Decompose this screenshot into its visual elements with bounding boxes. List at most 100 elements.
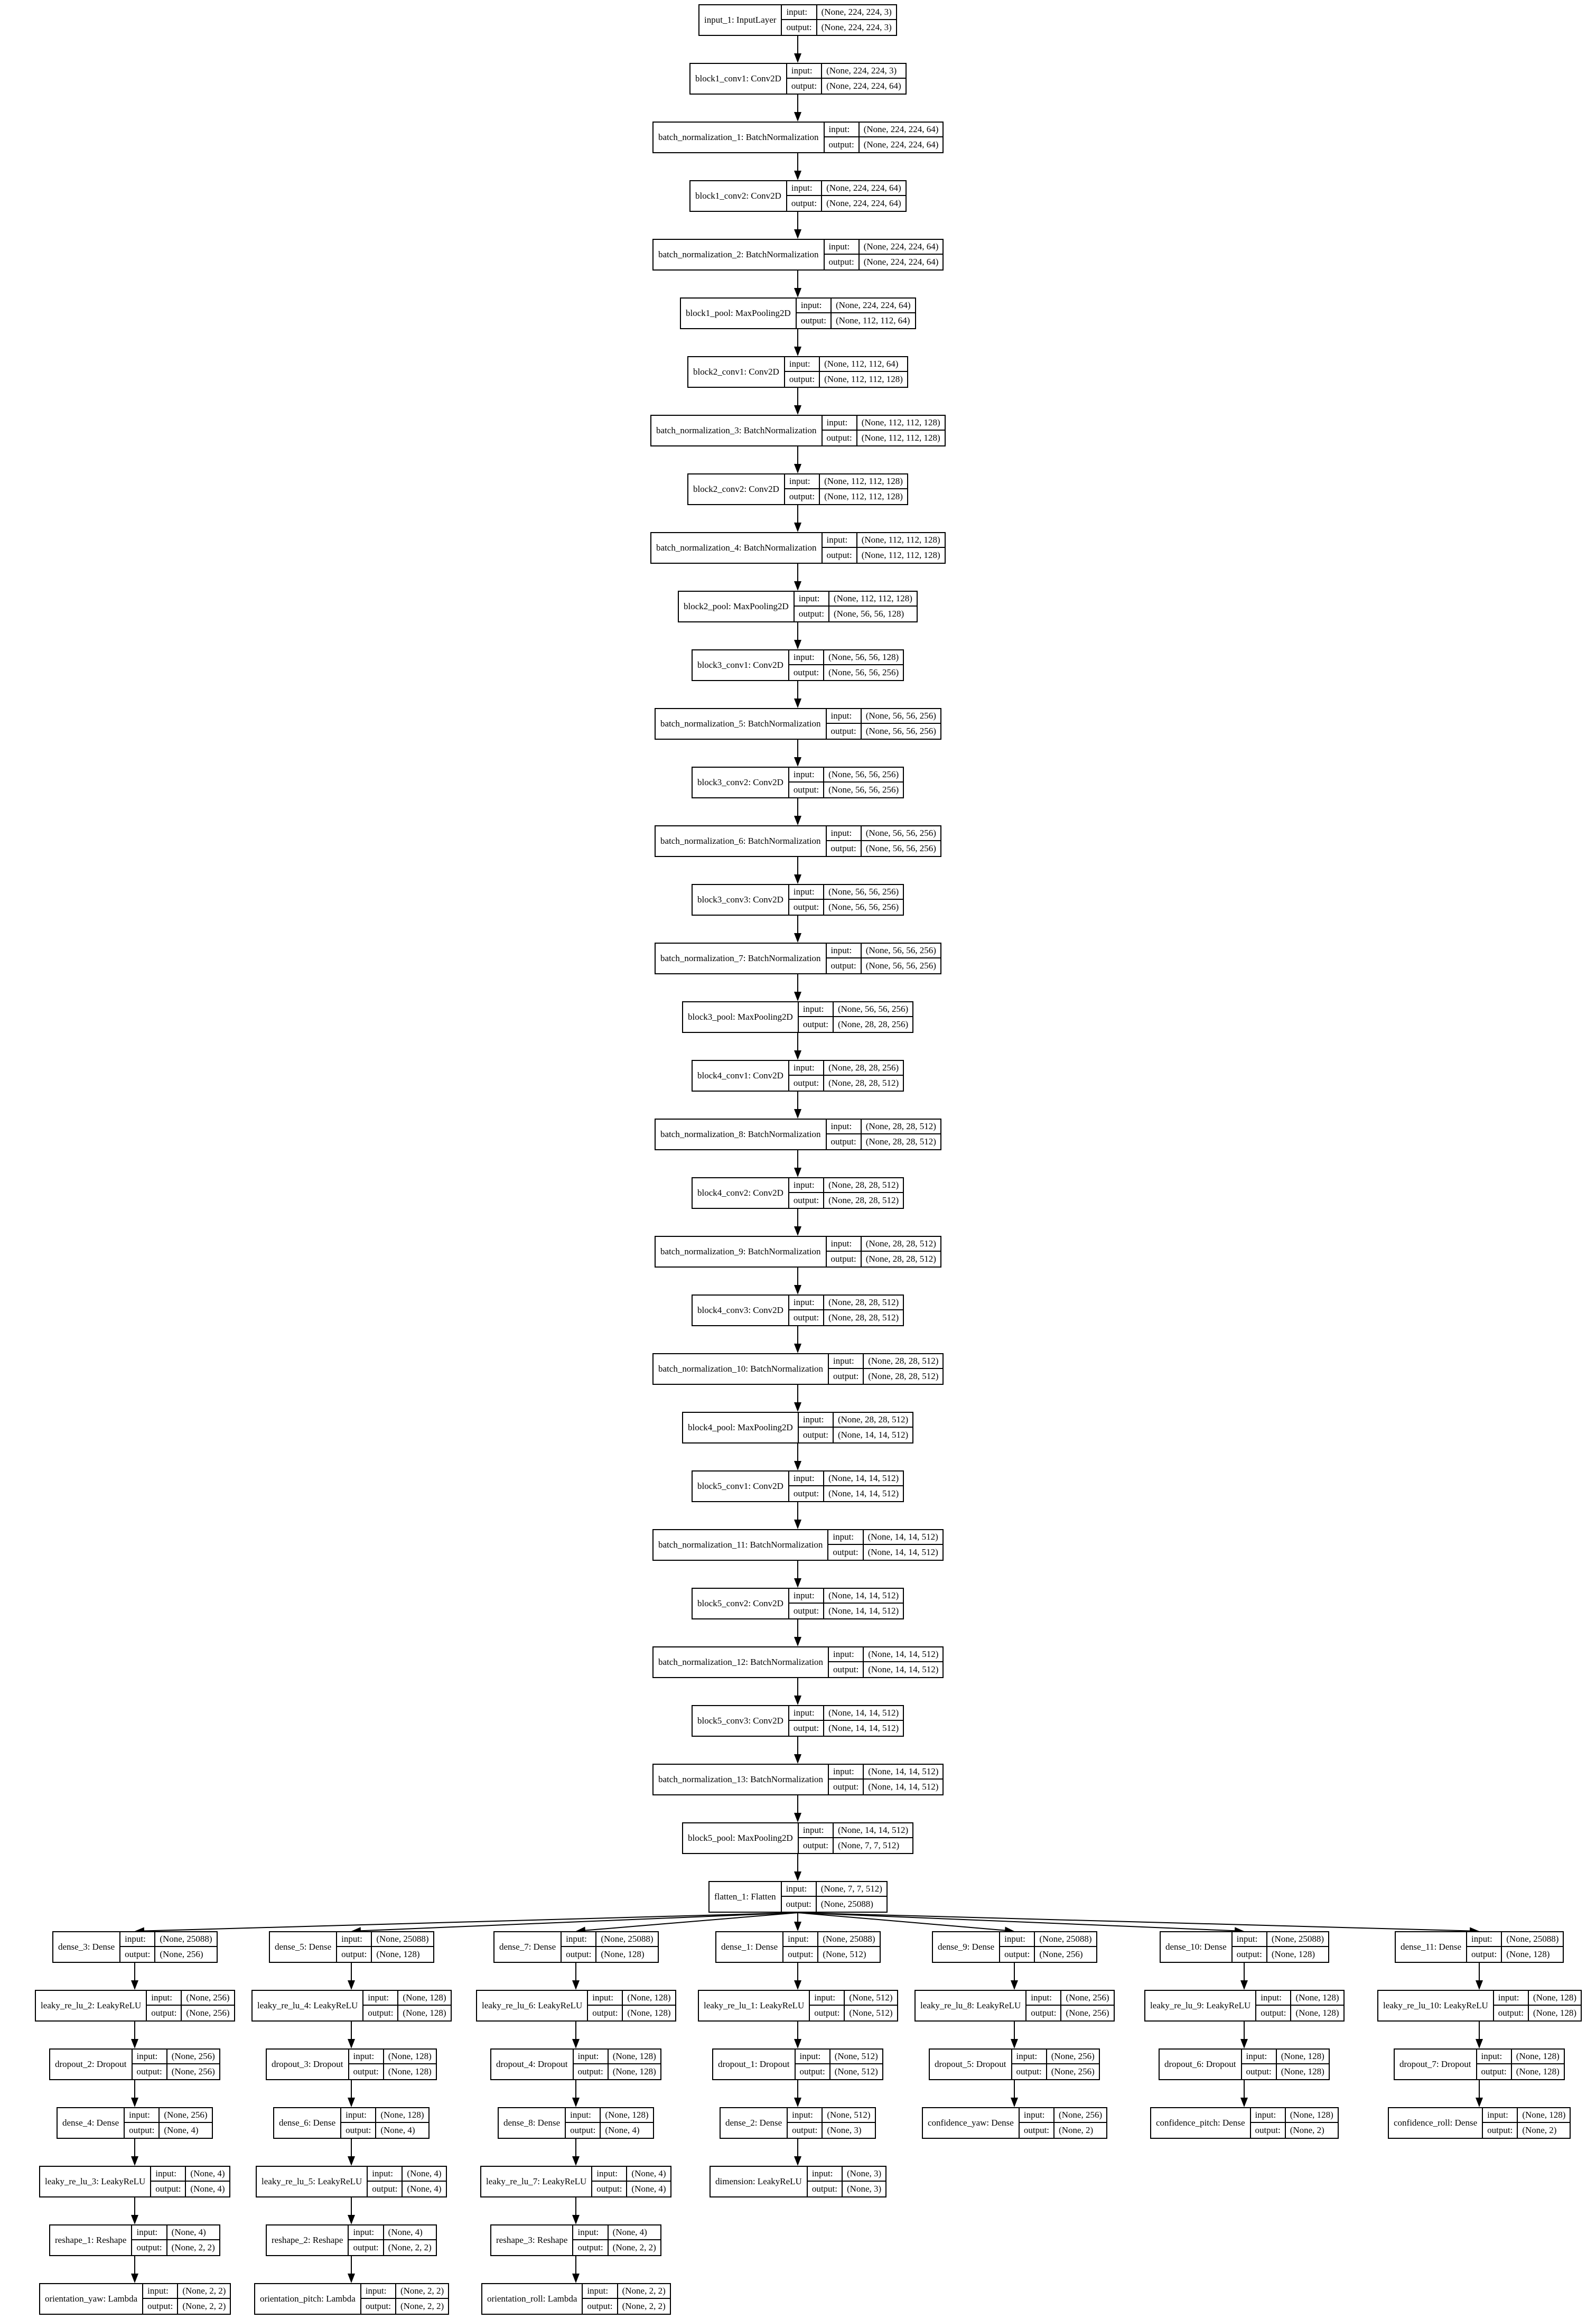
layer-name: block5_pool: MaxPooling2D bbox=[683, 1823, 799, 1853]
input-shape: (None, 28, 28, 512) bbox=[824, 1296, 903, 1310]
layer-node-batch-normalization-7: batch_normalization_7: BatchNormalizatio… bbox=[655, 943, 941, 974]
main-edge bbox=[794, 1209, 801, 1236]
input-label: input: bbox=[789, 650, 825, 665]
branch-edge bbox=[1011, 2022, 1018, 2048]
input-shape: (None, 112, 112, 128) bbox=[857, 533, 945, 548]
main-edge bbox=[794, 36, 801, 63]
io-table: input:(None, 256)output:(None, 256) bbox=[1026, 1991, 1114, 2020]
io-table: input:(None, 25088)output:(None, 128) bbox=[1232, 1932, 1328, 1962]
input-shape: (None, 128) bbox=[1285, 2108, 1338, 2123]
arrow-head bbox=[794, 2156, 801, 2166]
input-shape: (None, 3) bbox=[843, 2167, 886, 2182]
layer-name: batch_normalization_10: BatchNormalizati… bbox=[654, 1354, 829, 1384]
output-shape: (None, 2, 2) bbox=[182, 2301, 226, 2311]
branch-edge bbox=[794, 2022, 801, 2048]
input-label: input: bbox=[1242, 2050, 1277, 2064]
layer-name: block3_conv2: Conv2D bbox=[693, 768, 789, 797]
output-label: output: bbox=[825, 137, 860, 152]
output-label: output: bbox=[1477, 2064, 1512, 2079]
input-label: input: bbox=[788, 2108, 823, 2123]
output-shape: (None, 2, 2) bbox=[171, 2242, 215, 2252]
output-shape: (None, 128) bbox=[612, 2066, 656, 2076]
input-label: input: bbox=[132, 2225, 167, 2240]
output-label: output: bbox=[785, 489, 820, 504]
io-table: input:(None, 4)output:(None, 2, 2) bbox=[349, 2225, 436, 2255]
io-table: input:(None, 112, 112, 128)output:(None,… bbox=[785, 474, 907, 504]
output-shape: (None, 256) bbox=[160, 1949, 203, 1959]
layer-name: block3_conv1: Conv2D bbox=[693, 650, 789, 680]
output-label: output: bbox=[827, 841, 862, 856]
io-table: input:(None, 128)output:(None, 128) bbox=[1256, 1991, 1343, 2020]
layer-name: dropout_1: Dropout bbox=[713, 2050, 796, 2079]
output-shape: (None, 256) bbox=[1039, 1949, 1083, 1959]
output-label: output: bbox=[827, 724, 862, 739]
output-label: output: bbox=[788, 2123, 823, 2138]
input-label: input: bbox=[829, 1647, 864, 1662]
output-label: output: bbox=[783, 1947, 819, 1962]
io-table: input:(None, 2, 2)output:(None, 2, 2) bbox=[361, 2284, 449, 2314]
io-table: input:(None, 28, 28, 256)output:(None, 2… bbox=[789, 1061, 903, 1091]
layer-name: dense_6: Dense bbox=[274, 2108, 342, 2138]
arrow-head bbox=[794, 1813, 801, 1822]
input-label: input: bbox=[810, 1991, 845, 2006]
arrow-head bbox=[794, 405, 801, 415]
input-label: input: bbox=[828, 1530, 864, 1545]
output-shape: (None, 56, 56, 256) bbox=[828, 902, 899, 912]
main-edge bbox=[794, 1795, 801, 1822]
input-label: input: bbox=[361, 2284, 396, 2299]
output-label: output: bbox=[799, 1017, 834, 1032]
io-table: input:(None, 28, 28, 512)output:(None, 2… bbox=[829, 1354, 943, 1384]
layer-name: leaky_re_lu_3: LeakyReLU bbox=[40, 2167, 152, 2196]
output-label: output: bbox=[823, 431, 857, 445]
io-table: input:(None, 14, 14, 512)output:(None, 1… bbox=[828, 1530, 942, 1560]
output-shape: (None, 56, 56, 256) bbox=[865, 726, 936, 736]
input-shape: (None, 4) bbox=[186, 2167, 229, 2182]
output-shape: (None, 14, 14, 512) bbox=[837, 1430, 909, 1440]
input-shape: (None, 25088) bbox=[1267, 1932, 1328, 1947]
main-edge bbox=[794, 1854, 801, 1881]
layer-name: reshape_3: Reshape bbox=[491, 2225, 574, 2255]
output-shape: (None, 256) bbox=[1066, 2008, 1109, 2018]
edge-line bbox=[585, 1912, 798, 1931]
arrow-head bbox=[794, 288, 801, 297]
input-label: input: bbox=[349, 2225, 384, 2240]
output-shape: (None, 256) bbox=[1051, 2066, 1095, 2076]
io-table: input:(None, 4)output:(None, 4) bbox=[592, 2167, 670, 2196]
input-label: input: bbox=[826, 709, 862, 724]
output-shape: (None, 112, 112, 64) bbox=[835, 315, 910, 325]
input-label: input: bbox=[566, 2108, 601, 2123]
input-label: input: bbox=[363, 1991, 399, 2006]
input-label: input: bbox=[789, 1061, 825, 1076]
input-label: input: bbox=[822, 533, 857, 548]
branch-edge bbox=[1240, 2022, 1248, 2048]
layer-name: leaky_re_lu_4: LeakyReLU bbox=[253, 1991, 364, 2020]
output-label: output: bbox=[789, 1193, 825, 1208]
edge-line bbox=[144, 1912, 798, 1932]
input-shape: (None, 2, 2) bbox=[178, 2284, 230, 2299]
layer-name: block4_conv2: Conv2D bbox=[693, 1178, 789, 1208]
layer-name: block1_conv2: Conv2D bbox=[690, 181, 787, 211]
branch-edge bbox=[1476, 1963, 1483, 1990]
io-table: input:(None, 256)output:(None, 256) bbox=[1012, 2050, 1099, 2079]
arrow-head bbox=[794, 112, 801, 122]
output-label: output: bbox=[829, 1780, 864, 1794]
input-shape: (None, 56, 56, 256) bbox=[833, 1002, 913, 1017]
io-table: input:(None, 512)output:(None, 3) bbox=[788, 2108, 875, 2138]
branch-edge bbox=[348, 2080, 355, 2107]
input-shape: (None, 14, 14, 512) bbox=[864, 1647, 943, 1662]
input-label: input: bbox=[826, 1120, 862, 1134]
layer-node-batch-normalization-2: batch_normalization_2: BatchNormalizatio… bbox=[652, 239, 944, 271]
io-table: input:(None, 512)output:(None, 512) bbox=[810, 1991, 897, 2020]
output-label: output: bbox=[828, 1545, 864, 1560]
